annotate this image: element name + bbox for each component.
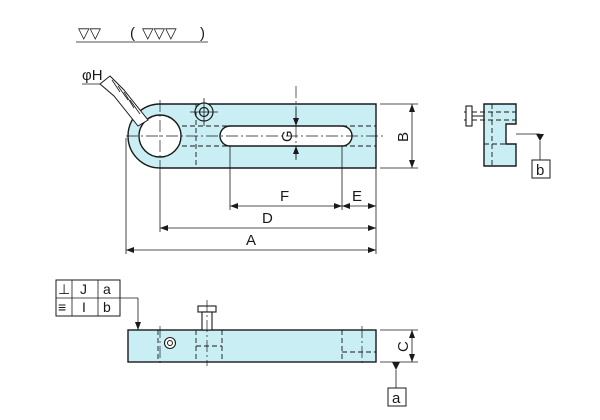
dim-label-g: G bbox=[279, 130, 296, 142]
end-view-bolt-head bbox=[465, 105, 473, 127]
dim-label-d: D bbox=[262, 210, 273, 227]
end-view-body bbox=[483, 103, 517, 167]
dim-h: φH bbox=[82, 67, 149, 127]
end-view: b bbox=[464, 103, 551, 179]
dim-c: C bbox=[380, 329, 418, 363]
tol-datum-b: b bbox=[103, 299, 111, 315]
datum-a-label: a bbox=[392, 390, 401, 407]
dim-d: D bbox=[160, 210, 376, 231]
finish-bracket-open: ( bbox=[130, 25, 135, 42]
dim-label-h: φH bbox=[82, 67, 103, 84]
dim-label-f: F bbox=[280, 188, 289, 205]
side-view-hole bbox=[163, 336, 177, 350]
finish-symbol: ▽▽ bbox=[78, 25, 102, 42]
tol-value-j: J bbox=[80, 281, 87, 297]
tol-symbol-perpendicularity: ⊥ bbox=[58, 281, 70, 297]
datum-a: a bbox=[387, 362, 407, 407]
datum-a-triangle bbox=[392, 362, 400, 370]
dim-label-e: E bbox=[352, 188, 362, 205]
dim-label-c: C bbox=[395, 341, 412, 352]
side-view bbox=[127, 300, 377, 366]
dim-e: E bbox=[342, 188, 376, 209]
dim-a: A bbox=[126, 232, 376, 253]
finish-symbol-fine: ▽▽▽ bbox=[142, 25, 177, 42]
tolerance-frame: ⊥ J a ≡ I b bbox=[55, 279, 141, 330]
tol-datum-a: a bbox=[103, 281, 111, 297]
dim-h-arrow bbox=[99, 75, 149, 127]
dim-f: F bbox=[230, 188, 342, 209]
dim-g: G bbox=[279, 108, 299, 160]
surface-finish-note: ▽▽ ( ▽▽▽ ) bbox=[76, 25, 208, 43]
plan-view bbox=[126, 86, 386, 172]
dim-label-a: A bbox=[246, 232, 256, 249]
datum-b-label: b bbox=[536, 162, 544, 179]
finish-bracket-close: ) bbox=[200, 25, 205, 42]
dim-b: B bbox=[380, 103, 418, 169]
datum-b-triangle bbox=[536, 134, 544, 141]
dim-label-b: B bbox=[395, 132, 412, 142]
datum-b-box bbox=[531, 159, 551, 179]
tol-symbol-symmetry: ≡ bbox=[58, 299, 66, 315]
datum-a-box bbox=[387, 387, 407, 407]
tol-value-i: I bbox=[82, 299, 86, 315]
